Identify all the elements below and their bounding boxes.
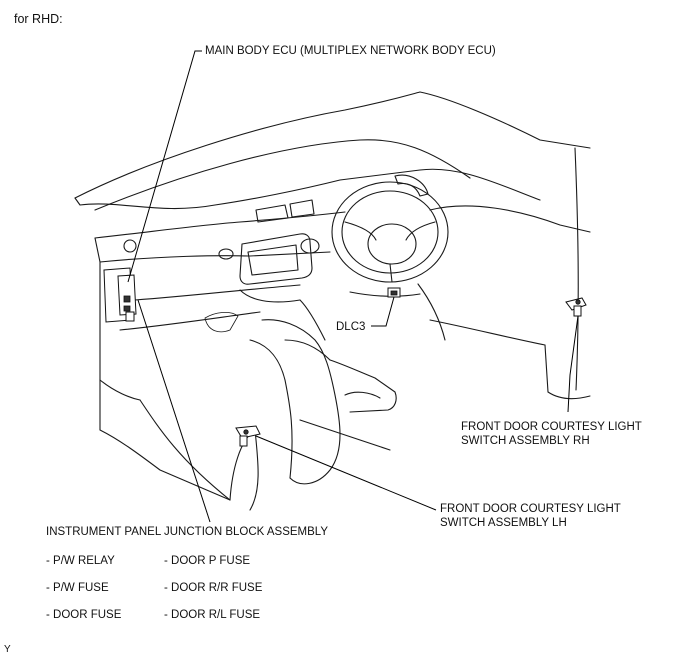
main-body-ecu [103, 267, 137, 323]
corner-mark: Y [4, 644, 11, 655]
junction-item: - DOOR R/L FUSE [164, 609, 261, 621]
dlc3-connector [387, 287, 401, 298]
junction-item: - DOOR P FUSE [164, 555, 251, 567]
junction-item: - DOOR R/R FUSE [164, 582, 263, 594]
callout-courtesy-lh-line1: FRONT DOOR COURTESY LIGHT [440, 503, 621, 515]
junction-item: - P/W FUSE [46, 582, 109, 594]
junction-item: - P/W RELAY [46, 555, 115, 567]
leader-dlc3 [371, 296, 395, 327]
leader-courtesy-lh [255, 435, 437, 511]
callout-courtesy-rh-line2: SWITCH ASSEMBLY RH [461, 435, 590, 447]
junction-item: - DOOR FUSE [46, 609, 122, 621]
leader-junction-block [137, 299, 211, 523]
courtesy-switch-lh [235, 425, 261, 447]
courtesy-switch-rh [565, 297, 587, 317]
leader-main-body-ecu [127, 50, 202, 283]
callout-courtesy-rh-line1: FRONT DOOR COURTESY LIGHT [461, 421, 642, 433]
callout-courtesy-lh-line2: SWITCH ASSEMBLY LH [440, 517, 567, 529]
windshield-outline [74, 91, 591, 211]
driver-door-panel [429, 147, 591, 400]
callout-dlc3: DLC3 [336, 321, 366, 333]
variant-label: for RHD: [14, 12, 63, 26]
steering-wheel [331, 174, 449, 341]
center-console-display [218, 199, 320, 303]
leader-courtesy-rh [567, 315, 579, 413]
dashboard-outline [74, 168, 541, 501]
center-console [249, 299, 397, 485]
callout-main-body-ecu: MAIN BODY ECU (MULTIPLEX NETWORK BODY EC… [205, 45, 496, 57]
junction-block-title: INSTRUMENT PANEL JUNCTION BLOCK ASSEMBLY [46, 526, 329, 538]
